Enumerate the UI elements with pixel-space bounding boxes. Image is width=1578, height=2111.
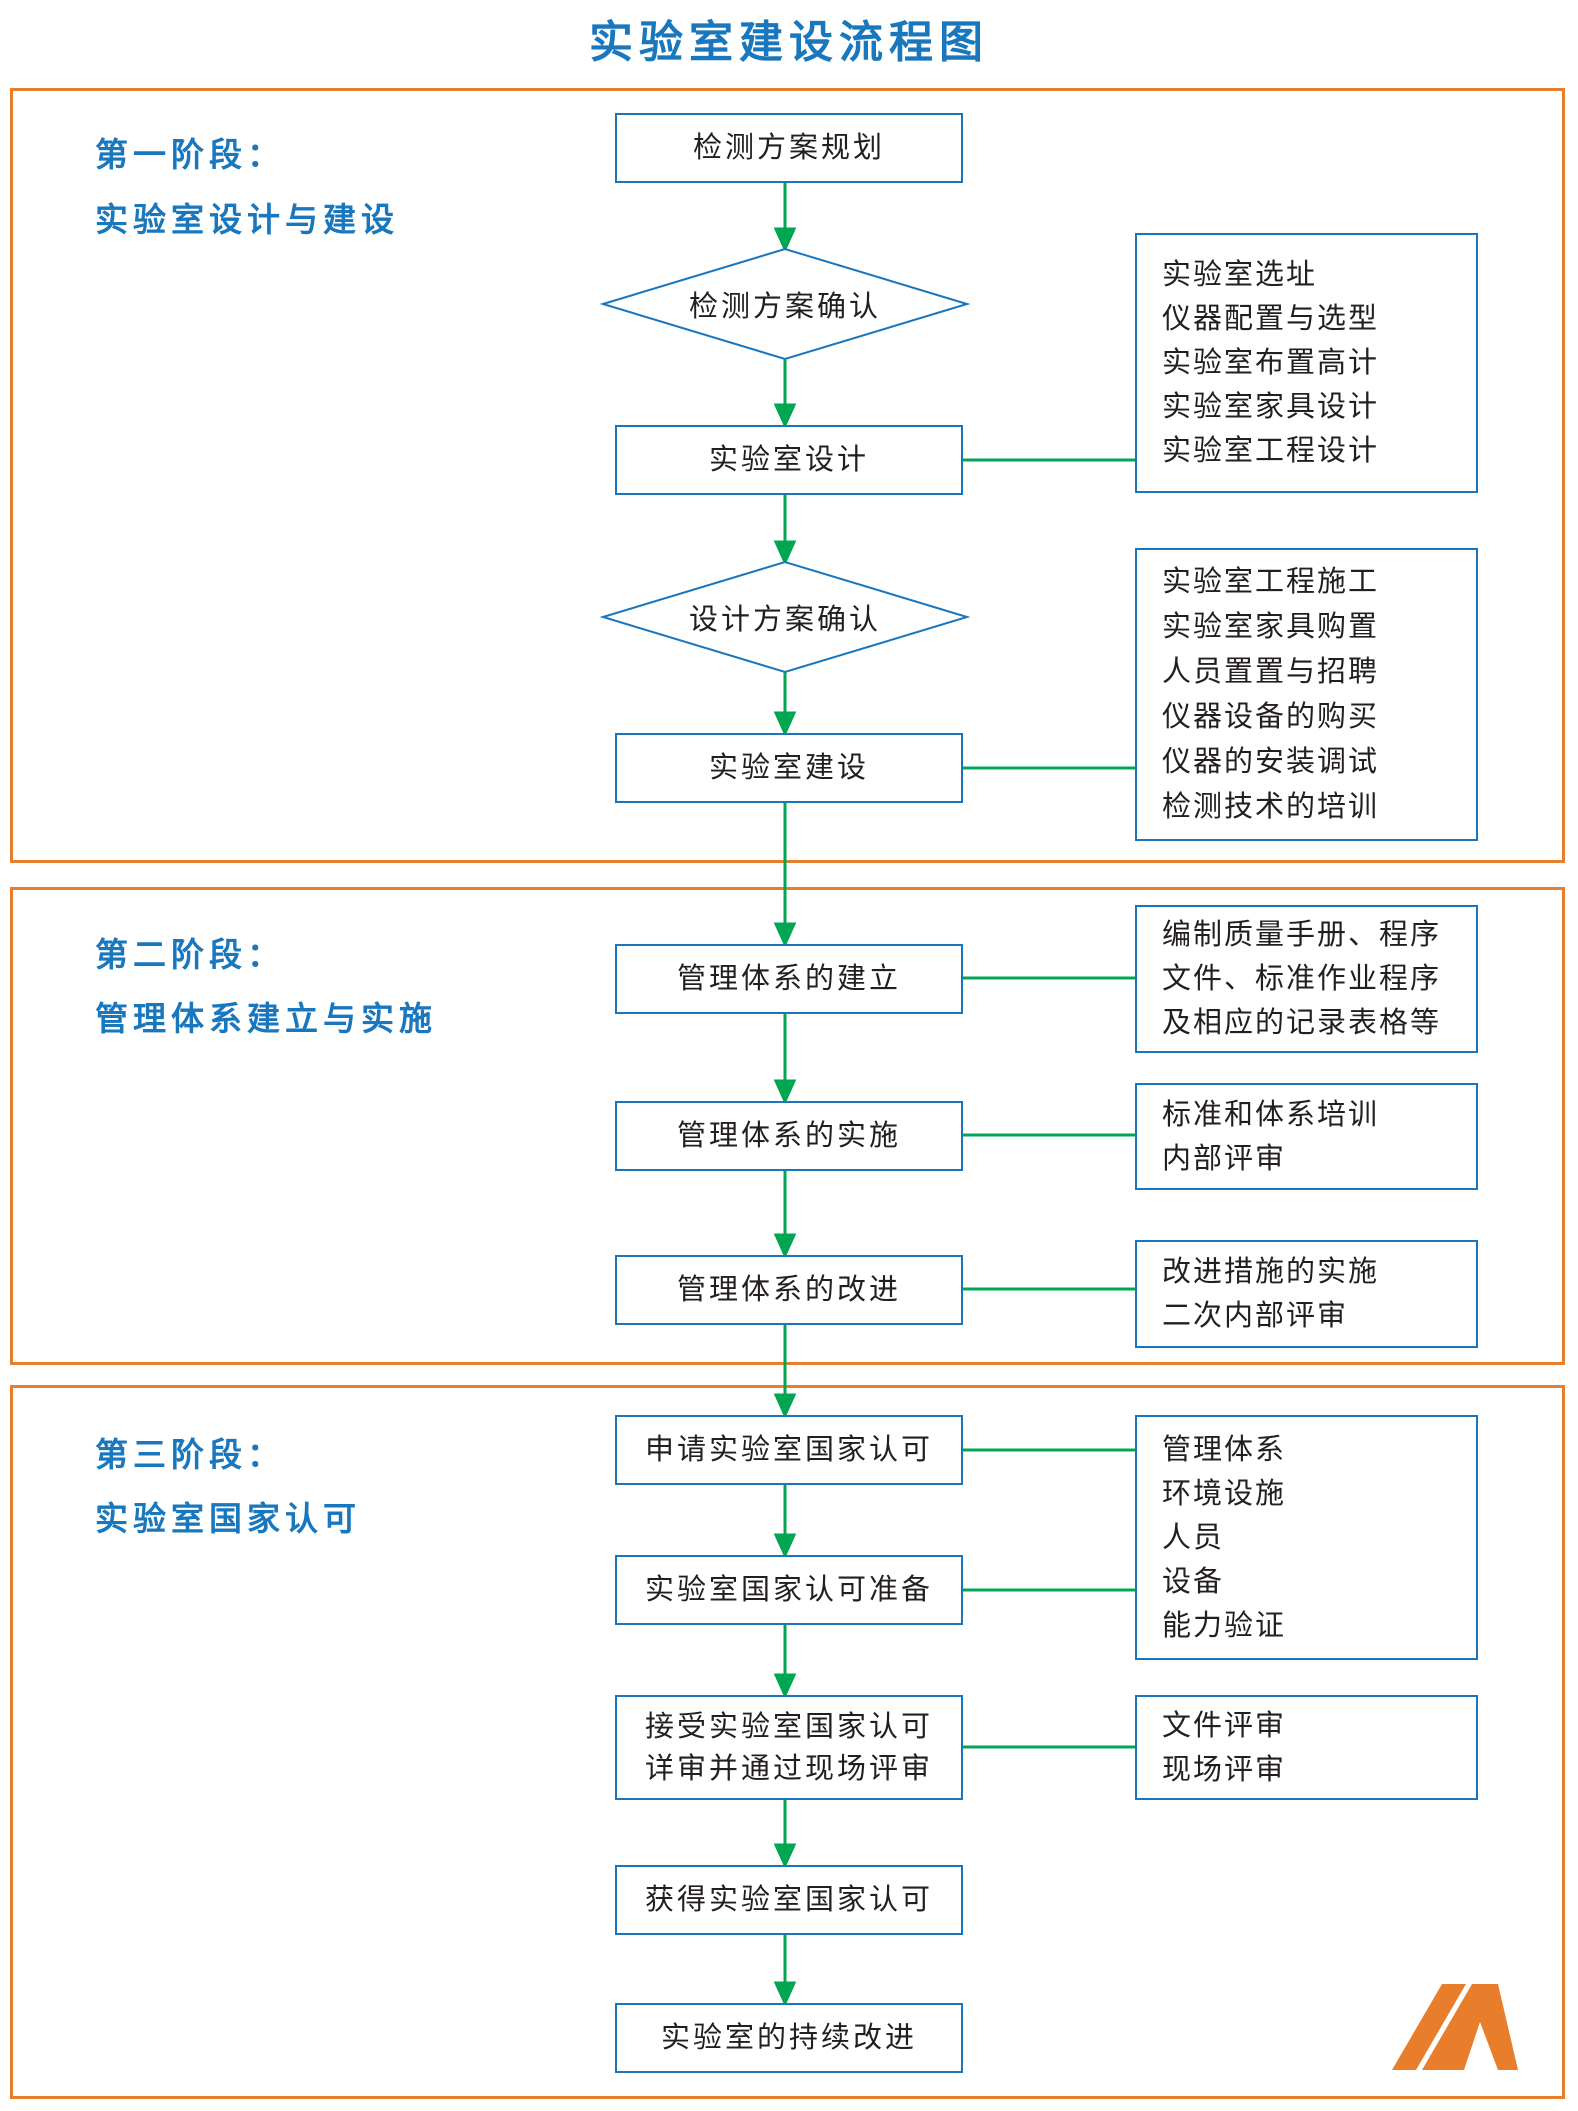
side-connector-lines	[963, 458, 1135, 1749]
node-mgmt-system-establish: 管理体系的建立	[615, 944, 963, 1014]
down-arrow-icons	[773, 183, 797, 2007]
sidebox-accreditation-elements: 管理体系 环境设施 人员 设备 能力验证	[1135, 1415, 1478, 1660]
stage2-label-line2: 管理体系建立与实施	[95, 1000, 437, 1037]
sidebox-review-items: 文件评审 现场评审	[1135, 1695, 1478, 1800]
node-obtain-accreditation: 获得实验室国家认可	[615, 1865, 963, 1935]
stage1-label-line1: 第一阶段：	[95, 136, 285, 173]
node-accreditation-preparation: 实验室国家认可准备	[615, 1555, 963, 1625]
sidebox-training-review-items: 标准和体系培训 内部评审	[1135, 1083, 1478, 1190]
sidebox-improvement-items: 改进措施的实施 二次内部评审	[1135, 1240, 1478, 1348]
node-lab-design: 实验室设计	[615, 425, 963, 495]
node-mgmt-system-improve: 管理体系的改进	[615, 1255, 963, 1325]
orange-m-logo-icon	[1380, 1978, 1550, 2078]
node-accept-onsite-review: 接受实验室国家认可 详审并通过现场评审	[615, 1695, 963, 1800]
sidebox-quality-manual-items: 编制质量手册、程序 文件、标准作业程序 及相应的记录表格等	[1135, 905, 1478, 1053]
node-continuous-improvement: 实验室的持续改进	[615, 2003, 963, 2073]
node-test-plan-planning: 检测方案规划	[615, 113, 963, 183]
page-title: 实验室建设流程图	[589, 18, 989, 67]
stage3-label-line1: 第三阶段：	[95, 1436, 285, 1473]
node-lab-construction: 实验室建设	[615, 733, 963, 803]
decision-diamond-shapes	[599, 247, 971, 674]
stage1-label-line2: 实验室设计与建设	[95, 201, 399, 238]
decision-test-plan-confirm: 检测方案确认	[688, 291, 881, 323]
sidebox-lab-construction-items: 实验室工程施工 实验室家具购置 人员置置与招聘 仪器设备的购买 仪器的安装调试 …	[1135, 548, 1478, 841]
stage3-label-line2: 实验室国家认可	[95, 1500, 361, 1537]
decision-design-plan-confirm: 设计方案确认	[688, 604, 881, 636]
stage2-label-line1: 第二阶段：	[95, 936, 285, 973]
node-mgmt-system-implement: 管理体系的实施	[615, 1101, 963, 1171]
node-apply-accreditation: 申请实验室国家认可	[615, 1415, 963, 1485]
sidebox-lab-design-items: 实验室选址 仪器配置与选型 实验室布置高计 实验室家具设计 实验室工程设计	[1135, 233, 1478, 493]
